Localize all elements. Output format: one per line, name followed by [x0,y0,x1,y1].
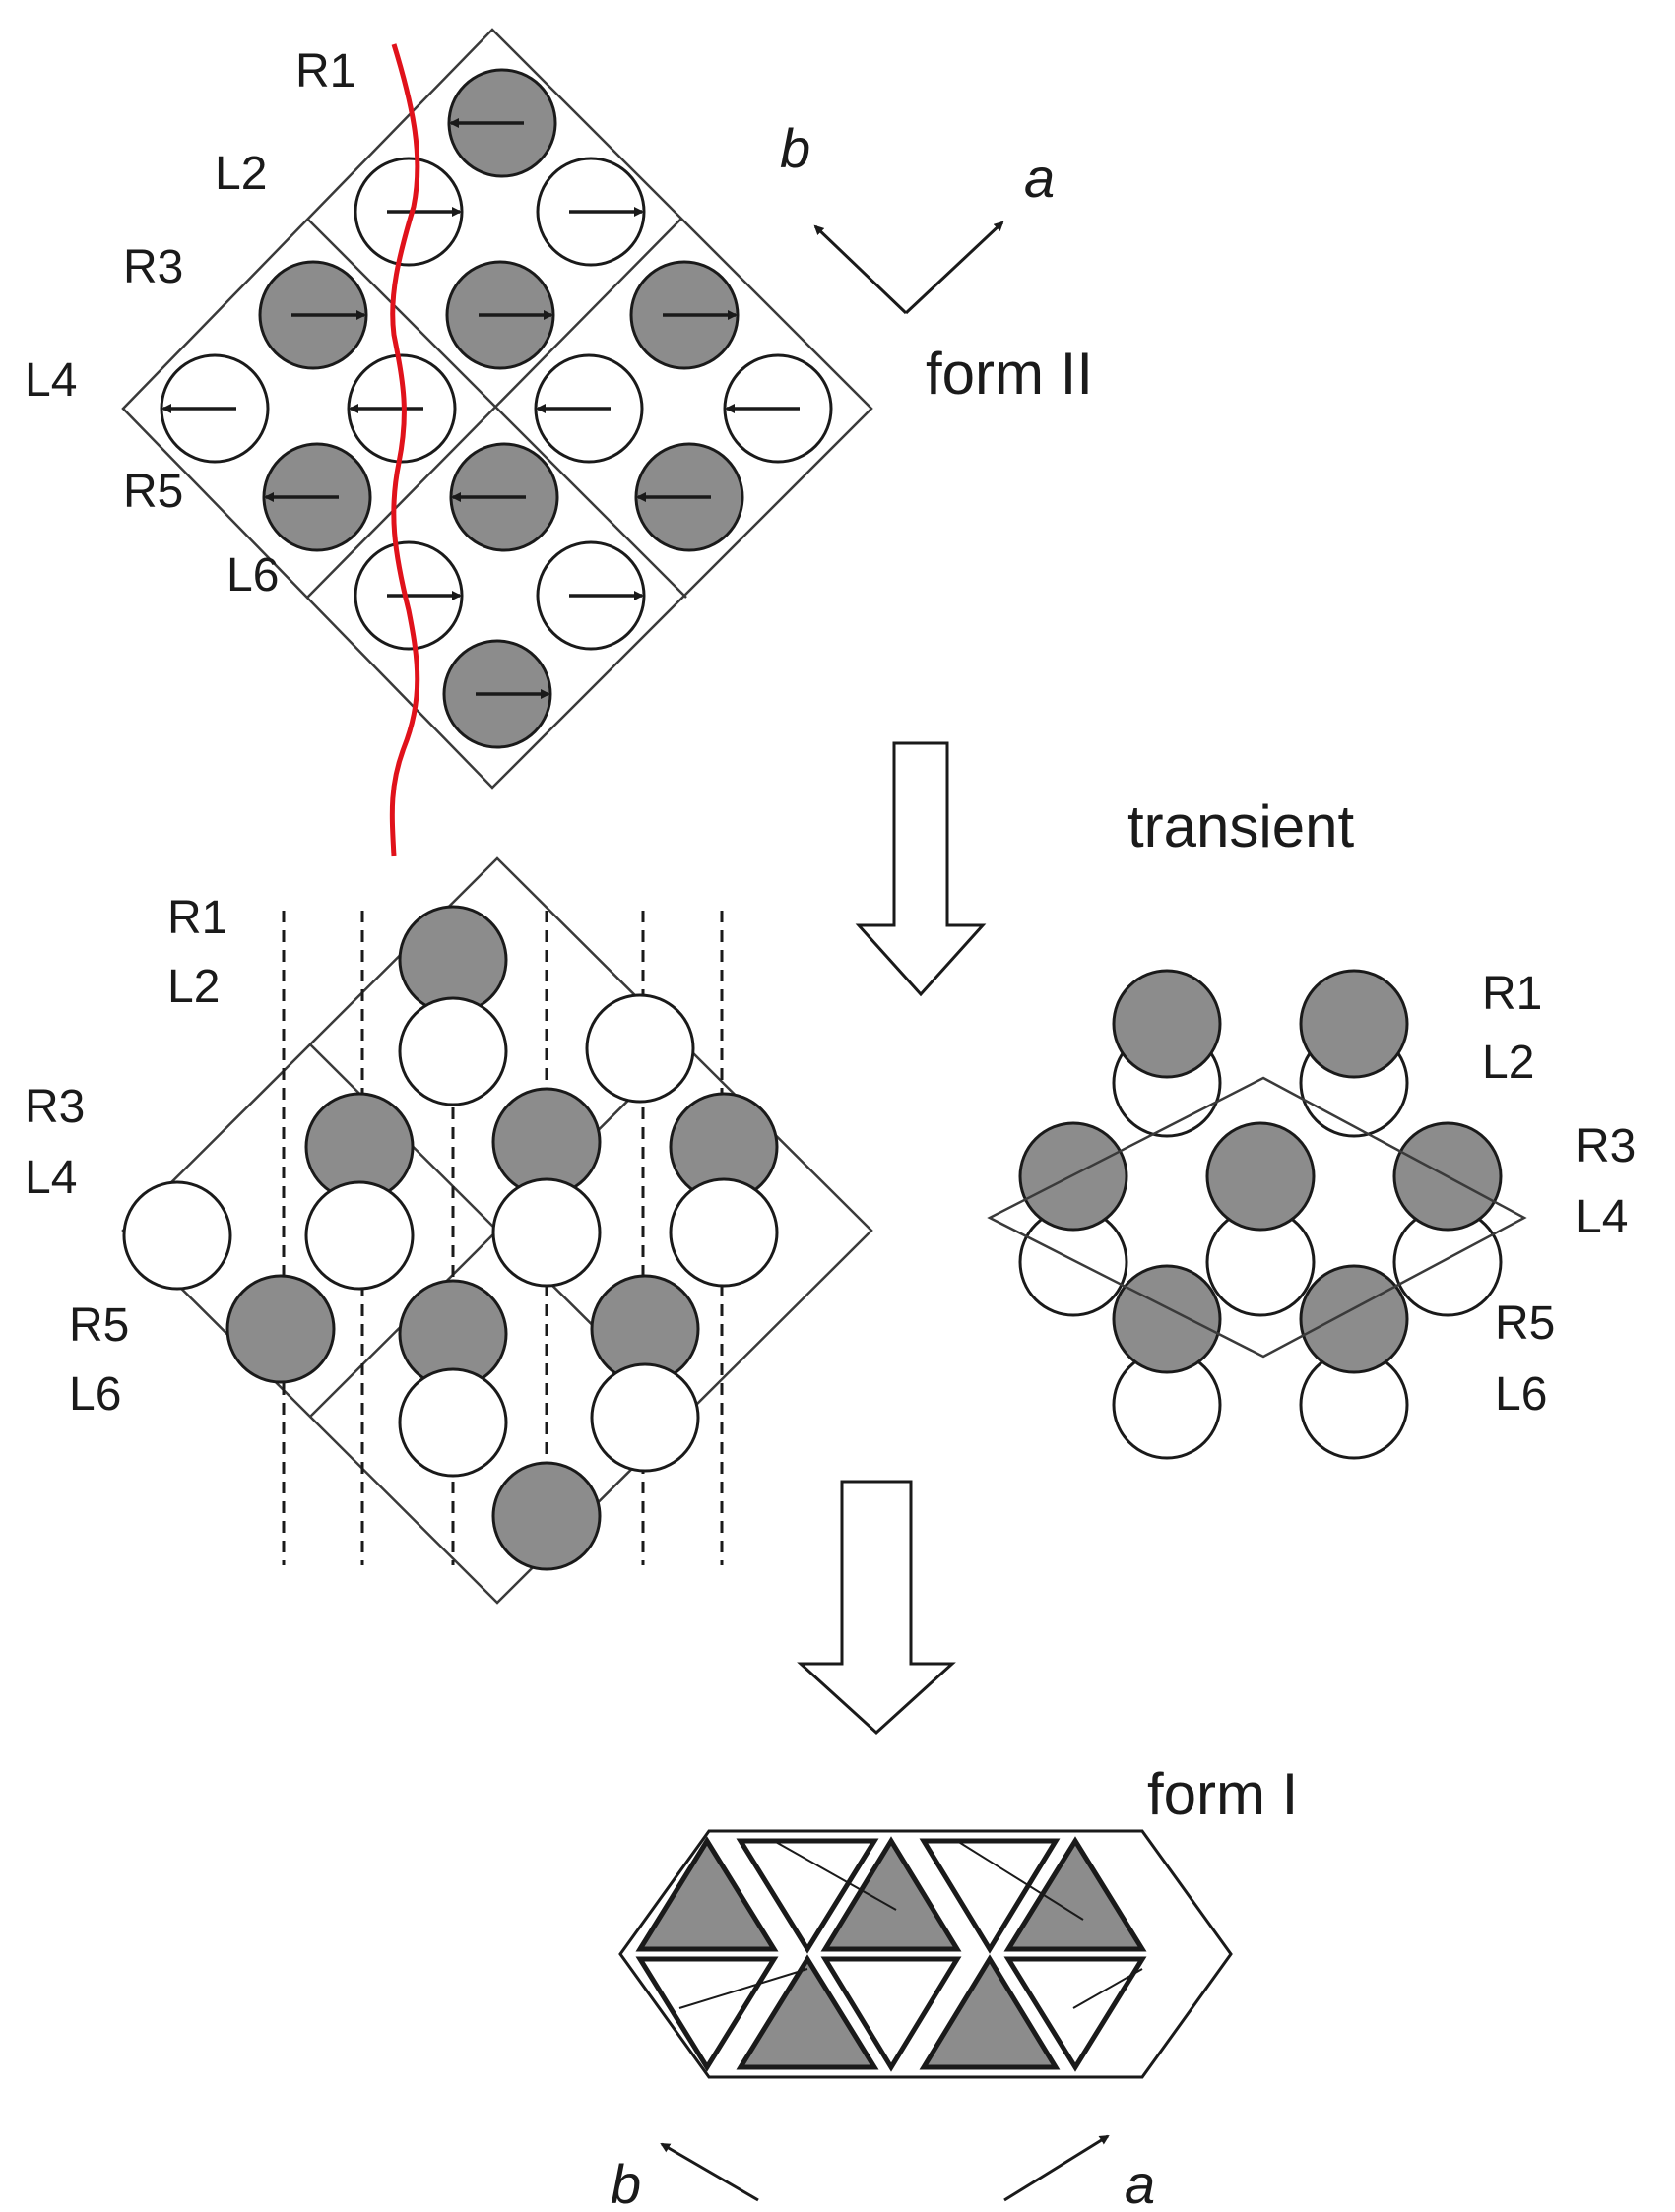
transient-right-molecules [1018,969,1503,1460]
form-i-cell-line [773,1840,897,1911]
red-layer-path [389,43,420,857]
form-ii-outer-cell [121,28,873,790]
filled-triangle [919,1954,1061,2070]
form-ii-axis-b-arrow [813,224,908,315]
transient-right-lattice [987,969,1527,1460]
filled-triangle [635,1836,779,1952]
form-i-axis-b-arrow [660,2142,759,2202]
open-triangle [635,1956,779,2072]
open-triangle [736,1838,879,1954]
open-triangle [820,1956,962,2072]
filled-triangle [736,1954,879,2070]
filled-molecule [1018,1121,1128,1232]
form-i-cell-line [1072,1968,1143,2009]
form-ii-cell-line [306,218,687,599]
open-molecule [304,1180,415,1291]
transient-title: transient [1127,793,1354,859]
filled-triangle [1003,1836,1147,1952]
form-ii-title: form II [926,341,1093,407]
filled-molecule [1112,1264,1222,1374]
form-ii-lattice [121,28,873,857]
transient-left-molecules [122,905,779,1571]
transient-left-label-l6: L6 [69,1368,121,1421]
filled-molecule [225,1274,336,1384]
transient-left-label-r3: R3 [25,1081,85,1133]
form-i-axis-b-label: b [611,2153,641,2212]
filled-molecule [1299,1264,1409,1374]
transient-left-label-l4: L4 [25,1152,77,1204]
form-ii-unit-cells [121,28,873,790]
transient-right-label-l4: L4 [1576,1191,1628,1243]
form-ii-label-l2: L2 [215,148,267,200]
transition-arrow-1 [855,741,987,997]
filled-molecule [1112,969,1222,1079]
form-ii-axis-b-label: b [780,117,810,179]
form-i-cell-line [956,1840,1084,1921]
transition-arrow-2 [797,1480,956,1736]
open-triangle [1003,1956,1147,2072]
transient-right-label-l2: L2 [1482,1037,1534,1089]
open-triangle [919,1838,1061,1954]
filled-molecule [491,1461,602,1571]
transient-left-lattice [121,856,873,1605]
transient-right-label-l6: L6 [1495,1368,1547,1421]
open-molecule [590,1362,700,1473]
open-molecule [491,1177,602,1288]
form-ii-label-r1: R1 [295,45,355,97]
form-ii-label-l6: L6 [226,549,279,601]
transient-right-label-r5: R5 [1495,1297,1555,1350]
form-i-cell-line [678,1968,808,2009]
open-molecule [398,1367,508,1478]
form-ii-molecules [160,68,833,749]
open-molecule [585,993,695,1104]
filled-triangle [820,1836,962,1952]
form-i-axis-a-label: a [1125,2153,1155,2212]
form-ii-label-r3: R3 [123,241,183,293]
form-i-title: form I [1147,1761,1298,1827]
form-i-lattice [618,1829,1233,2079]
transient-right-label-r1: R1 [1482,968,1542,1020]
form-ii-label-l4: L4 [25,354,77,407]
transient-right-label-r3: R3 [1576,1120,1636,1172]
form-ii-axis-a-label: a [1024,147,1055,209]
open-molecule [122,1180,232,1291]
open-molecule [398,996,508,1106]
open-molecule [669,1177,779,1288]
form-ii-axes [813,221,1004,315]
transient-left-label-r5: R5 [69,1299,129,1352]
form-ii-cell-line [306,218,682,599]
filled-molecule [1205,1121,1316,1232]
transient-left-label-l2: L2 [167,961,220,1013]
transient-left-label-r1: R1 [167,892,227,944]
transient-right-unit-cell [987,1076,1527,1359]
form-ii-axis-a-arrow [904,221,1004,315]
form-ii-label-r5: R5 [123,466,183,518]
form-i-axes [660,2134,1110,2202]
filled-molecule [1299,969,1409,1079]
form-i-axis-a-arrow [1003,2134,1110,2202]
